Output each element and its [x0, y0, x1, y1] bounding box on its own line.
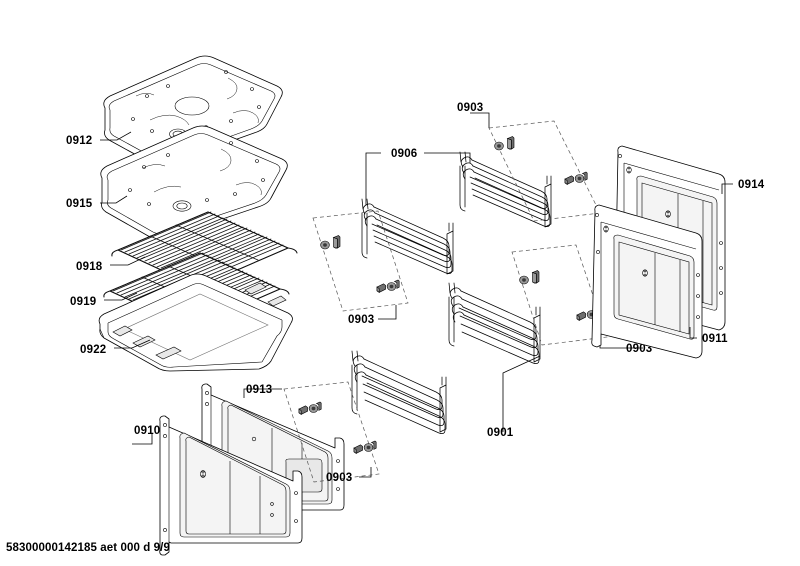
part-0911-side-panel-front	[591, 204, 703, 359]
part-heating-element-upper-right	[459, 151, 552, 228]
label-0901: 0901	[487, 427, 514, 439]
leader-0919	[104, 292, 138, 301]
leader-0901	[502, 355, 541, 432]
leader-0911	[689, 327, 697, 339]
label-0911: 0911	[702, 333, 728, 345]
part-0901-heating-element-lower	[351, 350, 447, 434]
label-0922: 0922	[80, 344, 106, 356]
label-0919: 0919	[70, 296, 96, 308]
label-0906: 0906	[391, 148, 417, 160]
label-0912: 0912	[66, 135, 92, 147]
leader-0912	[100, 131, 132, 141]
label-0903-right: 0903	[626, 343, 652, 355]
leader-0910	[132, 434, 153, 445]
label-0915: 0915	[66, 198, 93, 210]
part-heating-element-middle	[448, 282, 541, 364]
part-0918-wire-grill-rack-upper	[111, 211, 298, 288]
label-0913: 0913	[246, 384, 272, 396]
callout-0903-clip-box-mid-left	[312, 210, 409, 320]
leader-0906	[365, 152, 471, 205]
leader-0922	[114, 339, 151, 349]
part-0906-heating-element-upper	[361, 198, 454, 275]
label-0918: 0918	[76, 261, 103, 273]
label-0903-bottom-left: 0903	[326, 472, 352, 484]
footer-document-code: 58300000142185 aet 000 d 9/9	[6, 542, 170, 554]
part-0910-inner-door-panel-front	[159, 415, 303, 556]
callout-0903-clip-box-bottom-mid	[283, 381, 380, 483]
leader-0915	[100, 195, 128, 204]
leader-0913	[243, 388, 282, 398]
leader-0914	[721, 183, 733, 194]
part-0915-top-inner-panel	[100, 125, 288, 240]
label-0914: 0914	[738, 179, 765, 191]
label-0903-top: 0903	[457, 102, 483, 114]
label-0903-mid-left: 0903	[348, 314, 374, 326]
label-0910: 0910	[134, 425, 160, 437]
part-0922-oven-base-tray	[98, 273, 293, 372]
leader-0918	[110, 256, 146, 266]
